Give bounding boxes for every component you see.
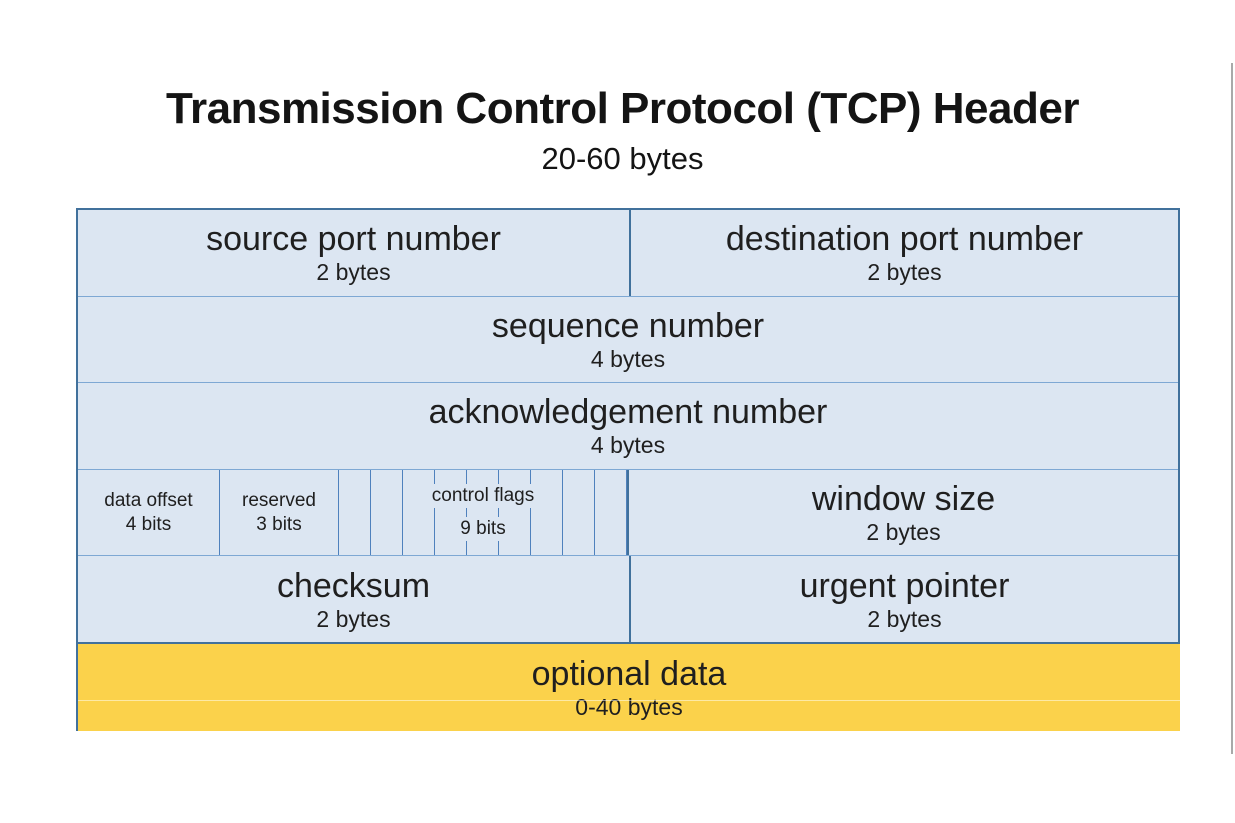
diagram-subtitle: 20-60 bytes xyxy=(541,141,704,176)
field-data-offset: data offset 4 bits xyxy=(78,469,220,556)
field-label: checksum xyxy=(276,566,431,605)
slide-right-edge-line xyxy=(1231,63,1233,754)
row-flags-window: data offset 4 bits reserved 3 bits contr… xyxy=(78,468,1178,556)
field-size: 3 bits xyxy=(256,513,302,535)
field-size: 4 bytes xyxy=(590,345,666,372)
field-size: 2 bytes xyxy=(316,259,391,286)
field-optional-data: optional data 0-40 bytes xyxy=(76,644,1180,731)
field-label: source port number xyxy=(206,220,501,259)
field-size: 9 bits xyxy=(453,517,513,542)
field-reserved: reserved 3 bits xyxy=(220,469,339,556)
field-label: urgent pointer xyxy=(799,566,1010,605)
row-acknowledgement-number: acknowledgement number 4 bytes xyxy=(78,382,1178,469)
field-destination-port: destination port number 2 bytes xyxy=(631,210,1178,296)
field-source-port: source port number 2 bytes xyxy=(78,210,631,296)
tcp-header-fixed-section: source port number 2 bytes destination p… xyxy=(76,208,1180,644)
field-size: 4 bits xyxy=(125,513,172,535)
diagram-title: Transmission Control Protocol (TCP) Head… xyxy=(166,84,1079,133)
field-label: acknowledgement number xyxy=(428,393,828,432)
field-label: sequence number xyxy=(491,306,765,345)
field-label: data offset xyxy=(104,489,193,511)
tcp-header-table: source port number 2 bytes destination p… xyxy=(76,208,1180,731)
field-label: control flags xyxy=(424,484,542,509)
field-window-size: window size 2 bytes xyxy=(627,469,1178,556)
field-sequence-number: sequence number 4 bytes xyxy=(78,297,1178,383)
field-acknowledgement-number: acknowledgement number 4 bytes xyxy=(78,383,1178,469)
row-ports: source port number 2 bytes destination p… xyxy=(78,210,1178,296)
row-sequence-number: sequence number 4 bytes xyxy=(78,295,1178,383)
field-checksum: checksum 2 bytes xyxy=(78,556,631,642)
field-label: destination port number xyxy=(725,220,1084,259)
field-size: 2 bytes xyxy=(867,259,942,286)
field-urgent-pointer: urgent pointer 2 bytes xyxy=(631,556,1178,642)
field-size: 4 bytes xyxy=(590,432,666,459)
field-label: window size xyxy=(811,480,996,519)
field-size: 2 bytes xyxy=(316,605,391,632)
field-control-flags: control flags 9 bits xyxy=(339,469,627,556)
field-label: optional data xyxy=(531,655,727,693)
field-size: 2 bytes xyxy=(867,605,942,632)
row-checksum-urgent: checksum 2 bytes urgent pointer 2 bytes xyxy=(78,555,1178,642)
field-size: 0-40 bytes xyxy=(575,694,683,720)
field-size: 2 bytes xyxy=(866,519,941,546)
field-label: reserved xyxy=(242,489,316,511)
